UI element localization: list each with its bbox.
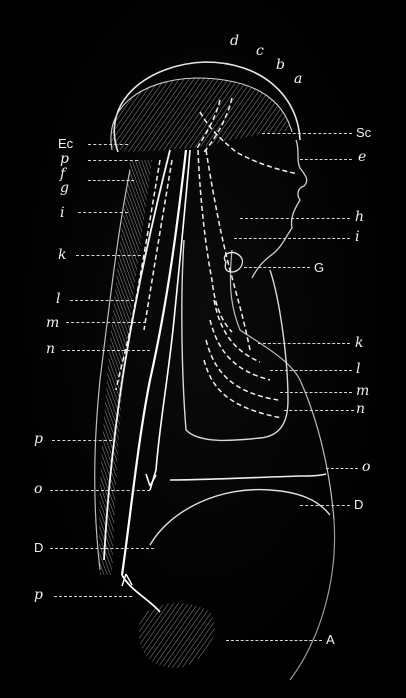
lower-arrow xyxy=(122,574,132,586)
leader-fg xyxy=(88,180,134,181)
label-o-left: o xyxy=(34,482,42,496)
label-f: f xyxy=(60,167,65,181)
label-e-right: e xyxy=(358,150,366,164)
leader-p-low xyxy=(54,596,132,597)
leader-i-right xyxy=(234,238,350,239)
leader-sc xyxy=(262,133,352,134)
label-d-left: D xyxy=(34,541,43,554)
leader-g xyxy=(244,267,310,268)
label-c: c xyxy=(256,44,264,58)
lower-nerve xyxy=(122,575,160,612)
leader-ec xyxy=(88,144,128,145)
label-h-right: h xyxy=(355,210,364,224)
branch-o xyxy=(170,474,326,480)
label-l-right: l xyxy=(356,362,360,376)
leader-k-left xyxy=(76,255,146,256)
label-g: g xyxy=(60,181,69,195)
leader-m-left xyxy=(66,322,146,323)
visceral-cavity xyxy=(182,240,288,440)
label-p-low: p xyxy=(34,588,43,602)
label-a-pelvic: A xyxy=(326,633,335,646)
label-d-right: D xyxy=(354,498,363,511)
label-ec: Ec xyxy=(58,137,73,150)
front-neck xyxy=(230,250,334,520)
label-p-top: p xyxy=(60,152,69,166)
label-g-ganglion: G xyxy=(314,261,324,274)
face-profile xyxy=(252,140,307,278)
label-i-left: i xyxy=(60,206,64,220)
leader-l-right xyxy=(270,370,352,371)
label-n-left: n xyxy=(46,342,55,356)
leader-h xyxy=(240,218,350,219)
leader-n-left xyxy=(62,350,150,351)
label-k-right: k xyxy=(355,336,363,350)
brain-hatched xyxy=(111,78,290,152)
leader-a xyxy=(226,640,322,641)
leader-o-right xyxy=(326,468,358,469)
vagus-path xyxy=(150,150,190,490)
label-m-right: m xyxy=(356,384,369,398)
label-a: a xyxy=(294,72,302,86)
leader-o-left xyxy=(50,490,150,491)
diaphragm xyxy=(150,490,330,545)
label-b: b xyxy=(276,58,285,72)
leader-d-right xyxy=(300,505,350,506)
label-i-right: i xyxy=(355,230,359,244)
leader-n-right xyxy=(284,410,354,411)
ganglion-g xyxy=(224,252,242,272)
label-l-left: l xyxy=(56,292,60,306)
label-m-left: m xyxy=(46,316,59,330)
label-p-mid: p xyxy=(34,432,43,446)
leader-l-left xyxy=(70,300,134,301)
leader-d-left xyxy=(50,548,154,549)
trunk-front xyxy=(290,520,335,680)
label-sc: Sc xyxy=(356,126,371,139)
pelvic-organ xyxy=(139,603,215,668)
label-k-left: k xyxy=(58,248,66,262)
leader-p-top xyxy=(88,160,138,161)
leader-i-left xyxy=(78,212,128,213)
leader-e xyxy=(300,159,352,160)
leader-m-right xyxy=(280,392,352,393)
leader-p-mid xyxy=(52,440,112,441)
label-o-right: o xyxy=(362,460,370,474)
label-d: d xyxy=(230,34,239,48)
leader-k-right xyxy=(258,343,350,344)
label-n-right: n xyxy=(356,402,365,416)
